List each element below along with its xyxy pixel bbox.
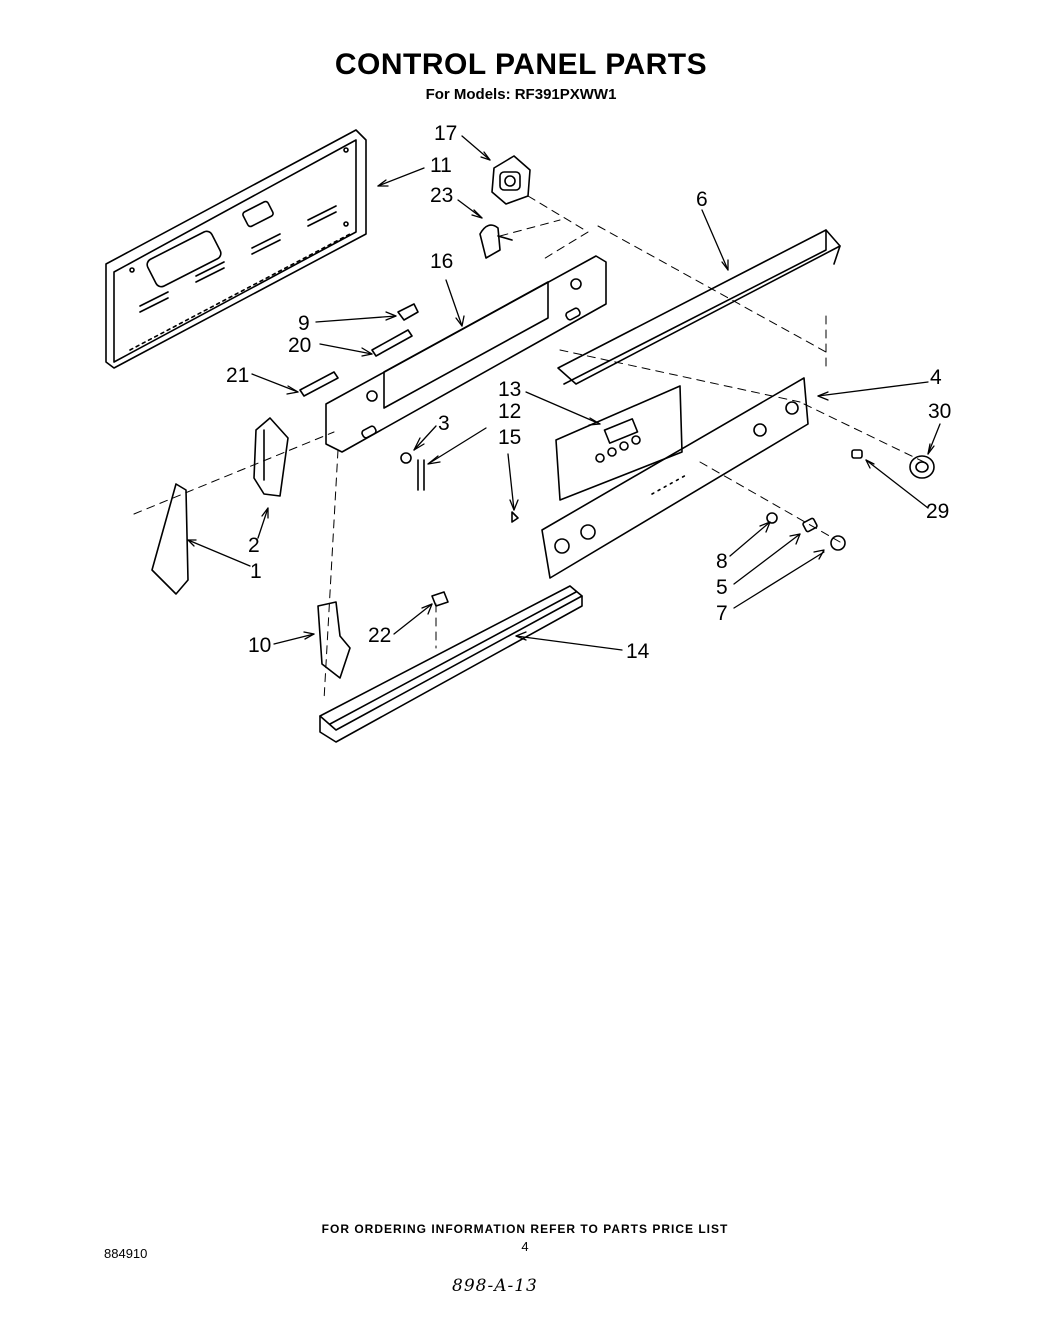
part-10-side-bracket [317,601,351,679]
callout-3: 3 [438,412,450,435]
part-13-electronic-control [555,385,683,501]
callout-6: 6 [696,188,708,211]
callout-2: 2 [248,534,260,557]
callout-21: 21 [226,364,249,387]
part-9-switch [397,303,419,321]
callout-22: 22 [368,624,391,647]
callout-16: 16 [430,250,453,273]
part-1-side-trim [151,483,189,595]
callout-4: 4 [930,366,942,389]
part-15-clip [511,511,519,523]
callout-29: 29 [926,500,949,523]
part-11-backguard-panel [105,129,367,369]
callout-14: 14 [626,640,650,663]
callout-23: 23 [430,184,453,207]
callout-10: 10 [248,634,271,657]
callout-5: 5 [716,576,728,599]
part-23-switch [479,224,513,259]
part-30-knob [909,455,935,479]
page-number: 4 [521,1239,529,1254]
callout-9: 9 [298,312,310,335]
part-17-clock [491,155,531,205]
part-5-shaft [802,517,818,533]
callout-11: 11 [430,154,452,177]
page-title: CONTROL PANEL PARTS [334,48,708,81]
ordering-information-note: FOR ORDERING INFORMATION REFER TO PARTS … [321,1222,729,1236]
callout-8: 8 [716,550,728,573]
part-22-clip [431,591,449,607]
document-code: 884910 [104,1246,148,1261]
callout-12: 12 [498,400,521,423]
callout-20: 20 [288,334,311,357]
callout-leaders [187,135,941,651]
callout-7: 7 [716,602,728,625]
handwritten-reference: 898-A-13 [452,1276,538,1296]
part-6-trim-strip [557,229,841,385]
part-21-switch [299,371,339,397]
callout-30: 30 [928,400,951,423]
part-4-front-control-panel [541,377,809,579]
callout-15: 15 [498,426,521,449]
callout-1: 1 [250,560,262,583]
callout-13: 13 [498,378,521,401]
part-3-screw [400,452,412,464]
part-14-bottom-rail [319,585,583,743]
part-16-control-bracket [325,255,607,453]
assembly-guide-lines [133,195,925,701]
part-8-washer [766,512,778,524]
model-subtitle: For Models: RF391PXWW1 [425,86,617,103]
callout-17: 17 [434,122,457,145]
part-7-knob [830,535,846,551]
part-29-insert [851,449,863,459]
part-20-switch [371,329,413,357]
part-2-end-cap [253,417,289,497]
part-12-rod [417,459,425,491]
